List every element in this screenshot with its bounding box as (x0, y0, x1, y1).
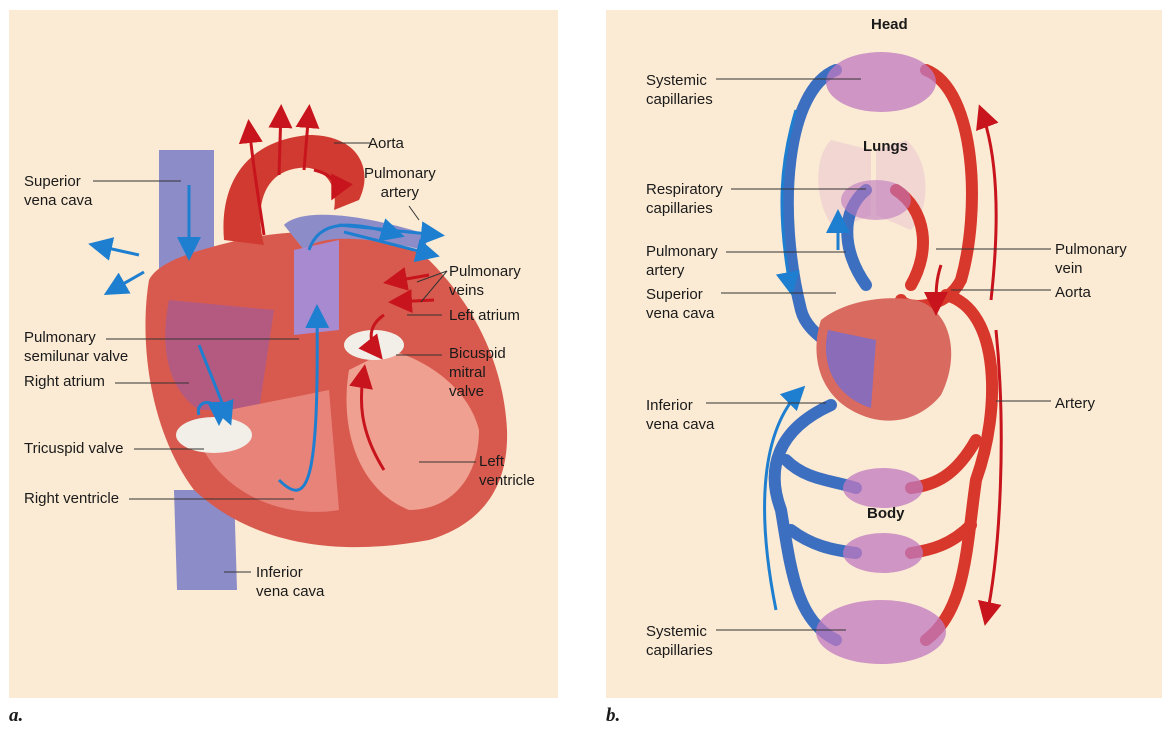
label-left-atrium: Left atrium (449, 306, 520, 325)
label-tricuspid-valve: Tricuspid valve (24, 439, 123, 458)
label-left-ventricle: Left ventricle (479, 452, 535, 490)
panel-a-heart: Superior vena cava Aorta Pulmonary arter… (9, 10, 558, 698)
label-aorta: Aorta (368, 134, 404, 153)
title-head: Head (871, 16, 908, 33)
label-right-ventricle: Right ventricle (24, 489, 119, 508)
label-inferior-vena-cava: Inferior vena cava (646, 396, 714, 434)
panel-label-a: a. (9, 705, 23, 727)
label-aorta: Aorta (1055, 283, 1091, 302)
label-superior-vena-cava: Superior vena cava (24, 172, 92, 210)
flow-arrow (279, 110, 281, 175)
label-right-atrium: Right atrium (24, 372, 105, 391)
flow-arrow (981, 110, 996, 300)
flow-arrow (394, 300, 434, 302)
heart-right-side (826, 330, 876, 408)
label-superior-vena-cava: Superior vena cava (646, 285, 714, 323)
panel-label-b: b. (606, 705, 620, 727)
label-pulmonary-semilunar-valve: Pulmonary semilunar valve (24, 328, 128, 366)
label-pulmonary-artery: Pulmonary artery (364, 164, 436, 202)
label-respiratory-capillaries: Respiratory capillaries (646, 180, 723, 218)
label-bicuspid-mitral-valve: Bicuspid mitral valve (449, 344, 506, 401)
label-systemic-capillaries-bottom: Systemic capillaries (646, 622, 713, 660)
title-lungs: Lungs (863, 138, 908, 155)
title-body: Body (867, 505, 905, 522)
label-systemic-capillaries-top: Systemic capillaries (646, 71, 713, 109)
label-inferior-vena-cava: Inferior vena cava (256, 563, 324, 601)
label-pulmonary-vein: Pulmonary vein (1055, 240, 1127, 278)
label-artery: Artery (1055, 394, 1095, 413)
tricuspid-valve-shape (176, 417, 252, 453)
flow-arrow (109, 272, 144, 292)
label-pulmonary-artery: Pulmonary artery (646, 242, 718, 280)
label-pulmonary-veins: Pulmonary veins (449, 262, 521, 300)
panel-b-circulation: Head Lungs Body Systemic capillaries Res… (606, 10, 1162, 698)
flow-arrow (94, 245, 139, 255)
circulation-illustration (606, 10, 1162, 698)
